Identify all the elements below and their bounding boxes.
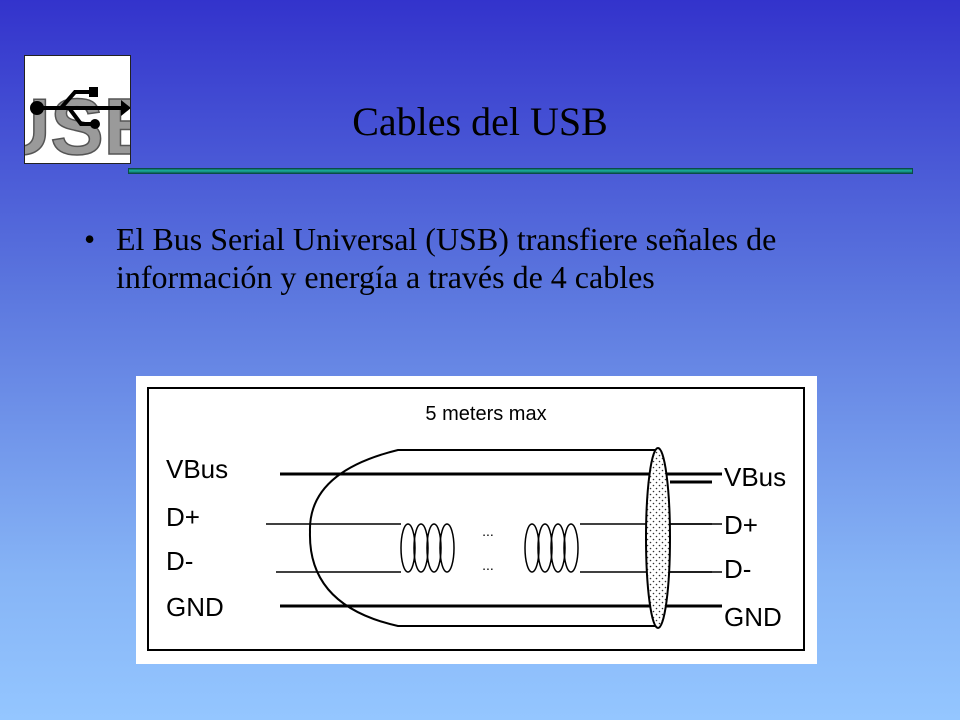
- twisted-pair-left: [400, 523, 455, 573]
- left-label-dplus: D+: [166, 502, 200, 532]
- bullet-text: El Bus Serial Universal (USB) transfiere…: [116, 221, 777, 295]
- right-label-dminus: D-: [724, 554, 751, 584]
- bullet-icon: •: [84, 221, 96, 257]
- usb-logo: USB: [24, 55, 131, 164]
- slide-title: Cables del USB: [352, 99, 608, 144]
- bullet-list: • El Bus Serial Universal (USB) transfie…: [80, 220, 900, 296]
- right-label-dplus: D+: [724, 510, 758, 540]
- twisted-pair-right: [524, 523, 579, 573]
- right-label-gnd: GND: [724, 602, 782, 632]
- left-label-vbus: VBus: [166, 454, 228, 484]
- bullet-item: • El Bus Serial Universal (USB) transfie…: [80, 220, 900, 296]
- title-divider: [128, 168, 913, 174]
- cable-jacket: [308, 449, 656, 627]
- usb-cable-diagram: 5 meters max ...: [136, 376, 817, 664]
- ellipsis-top: ...: [482, 523, 494, 539]
- left-label-dminus: D-: [166, 546, 193, 576]
- left-label-gnd: GND: [166, 592, 224, 622]
- right-label-vbus: VBus: [724, 462, 786, 492]
- ellipsis-bottom: ...: [482, 557, 494, 573]
- cable-end-connector: [645, 447, 671, 629]
- usb-trident-icon: USB: [25, 81, 130, 163]
- diagram-caption: 5 meters max: [425, 403, 546, 425]
- diagram-frame: [147, 387, 805, 651]
